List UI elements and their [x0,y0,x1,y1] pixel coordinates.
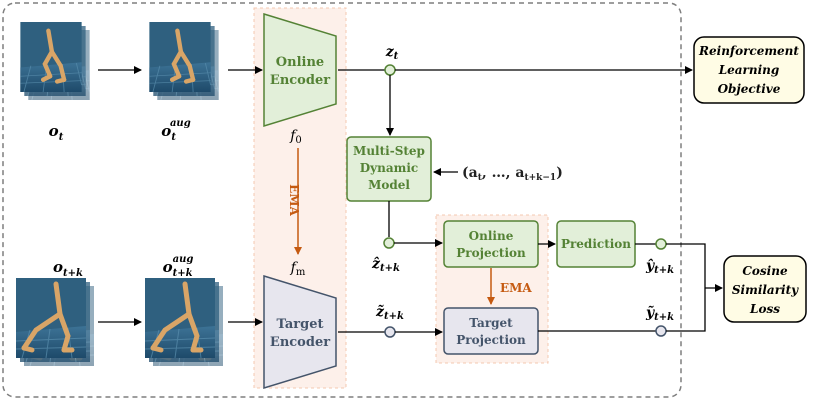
cosine-loss-box [723,255,807,323]
target-projection-box [443,307,539,355]
node-zhat [383,237,395,249]
frame-o-tk [16,278,94,366]
frame-o-t [20,22,89,100]
frame-o-tk-aug [145,278,223,366]
label-zhat: ẑt+k [371,256,400,274]
node-zt [384,64,396,76]
projection-ema-label: EMA [500,281,532,295]
dynamics-line-3: Model [368,178,410,192]
param-fm: fm [290,260,306,278]
online-projection-line-2: Projection [456,246,526,260]
label-o-tk-aug: ot+kaug [163,254,194,279]
cos-line-1: Cosine [742,264,788,278]
label-o-tk: ot+k [53,258,83,279]
label-o-t: ot [49,122,64,143]
param-f0: f0 [289,128,302,146]
cos-line-3: Loss [749,302,780,316]
prediction-label: Prediction [561,237,631,251]
online-projection-box [443,220,539,268]
online-encoder-label-1: Online [276,55,324,70]
label-zt: zt [385,44,399,62]
rl-objective-box [693,36,805,104]
rl-line-3: Objective [718,82,781,96]
target-encoder-label-1: Target [276,317,323,332]
outer-dashed-frame [2,2,682,398]
label-ytilde: ỹt+k [645,304,674,323]
online-projection-line-1: Online [469,229,514,243]
dynamics-line-1: Multi-Step [353,144,425,158]
cos-line-2: Similarity [732,283,799,297]
dynamics-line-2: Dynamic [360,161,418,175]
rl-line-1: Reinforcement [698,44,799,58]
target-projection-line-1: Target [469,316,513,330]
actions-label: (at, …, at+k−1) [462,165,563,183]
target-projection-line-2: Projection [456,333,526,347]
online-encoder-label-2: Encoder [270,73,330,88]
target-encoder [263,274,337,390]
node-ytilde [655,325,667,337]
label-ztilde: z̃t+k [375,303,404,322]
node-ztilde [384,326,396,338]
label-yhat: ŷt+k [645,257,674,276]
target-encoder-label-2: Encoder [270,335,330,350]
encoder-ema-label: EMA [287,184,301,216]
label-o-t-aug: otaug [161,118,190,143]
online-encoder [263,12,337,128]
frame-o-t-aug [149,22,218,100]
rl-line-2: Learning [718,63,780,77]
node-yhat [655,238,667,250]
